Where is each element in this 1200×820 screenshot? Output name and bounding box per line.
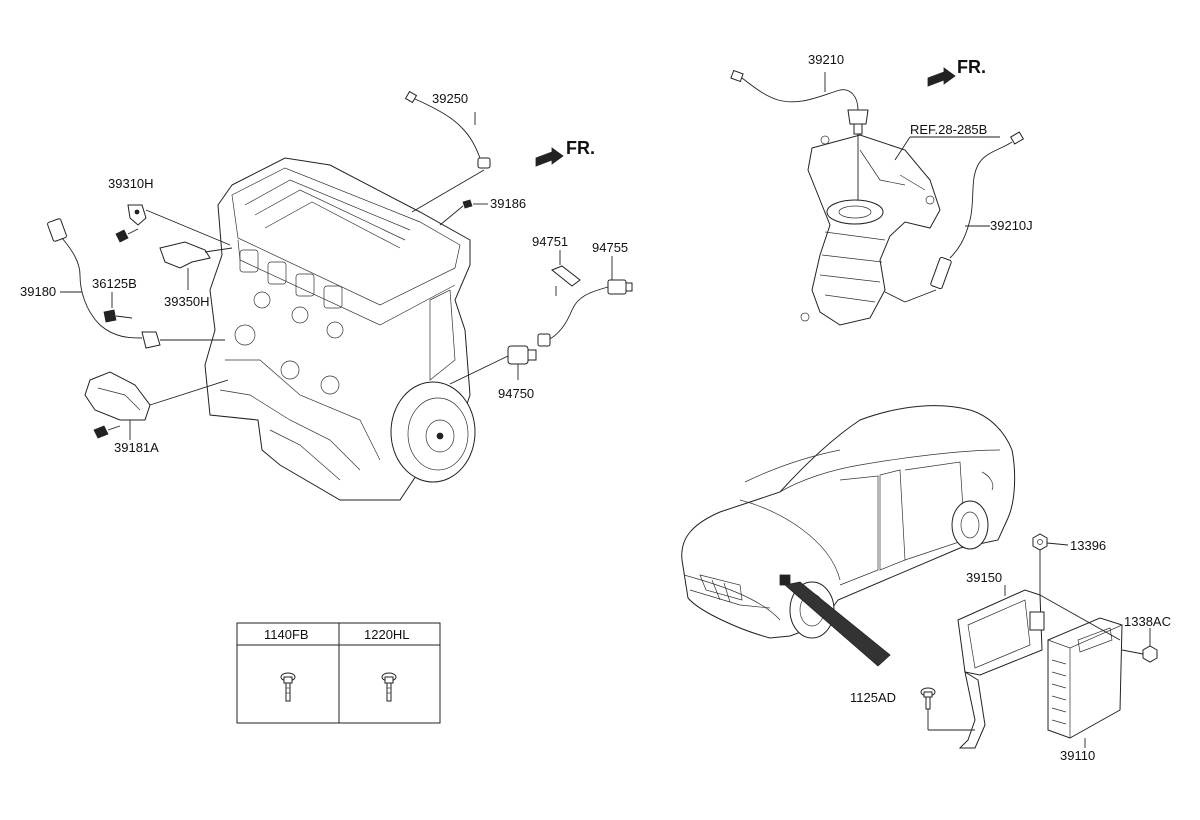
bolt-icon bbox=[280, 672, 296, 702]
oxygen-sensor-39210 bbox=[730, 69, 869, 200]
part-label-39250: 39250 bbox=[432, 91, 468, 106]
sensor-cover-39181A bbox=[84, 371, 229, 440]
part-label-36125B: 36125B bbox=[92, 276, 137, 291]
bolt-icon bbox=[381, 672, 397, 702]
table-header-1220HL: 1220HL bbox=[364, 627, 410, 642]
bolt-36125B bbox=[103, 292, 133, 323]
part-label-1338AC: 1338AC bbox=[1124, 614, 1171, 629]
front-arrow-icon bbox=[535, 147, 564, 167]
oil-pressure-switch-94750 bbox=[449, 345, 537, 385]
bracket-39350H bbox=[159, 241, 233, 290]
reference-leader bbox=[894, 136, 1000, 161]
part-label-94751: 94751 bbox=[532, 234, 568, 249]
bolt-39186 bbox=[439, 199, 488, 226]
vehicle-illustration bbox=[681, 405, 1016, 639]
engine-assembly bbox=[204, 157, 476, 501]
nut-1338AC bbox=[1121, 628, 1158, 663]
bolt-icon bbox=[115, 228, 139, 243]
part-label-39310H: 39310H bbox=[108, 176, 154, 191]
exhaust-manifold-assembly bbox=[800, 134, 941, 326]
part-label-39110: 39110 bbox=[1060, 748, 1095, 763]
ecu-bracket-39150 bbox=[957, 585, 1045, 749]
part-label-94755: 94755 bbox=[592, 240, 628, 255]
bolt-icon bbox=[93, 425, 121, 439]
front-arrow-icon bbox=[927, 67, 956, 87]
oxygen-sensor-39250 bbox=[404, 90, 491, 213]
ecu-39110 bbox=[1047, 617, 1123, 748]
table-header-1140FB: 1140FB bbox=[264, 627, 309, 642]
front-marker-exhaust: FR. bbox=[957, 57, 986, 77]
crankshaft-sensor-39180 bbox=[47, 218, 225, 349]
part-label-39350H: 39350H bbox=[164, 294, 210, 309]
clip-94751 bbox=[551, 250, 581, 296]
part-label-39186: 39186 bbox=[490, 196, 526, 211]
wiring-94755 bbox=[537, 256, 633, 347]
reference-label: REF.28-285B bbox=[910, 122, 987, 137]
part-label-39210: 39210 bbox=[808, 52, 844, 67]
camshaft-sensor-39310H bbox=[127, 204, 231, 246]
part-label-39210J: 39210J bbox=[990, 218, 1033, 233]
front-marker-engine: FR. bbox=[566, 138, 595, 158]
nut-13396 bbox=[1032, 533, 1121, 641]
fastener-table bbox=[236, 622, 441, 724]
part-label-39181A: 39181A bbox=[114, 440, 159, 455]
part-label-39150: 39150 bbox=[966, 570, 1002, 585]
location-pointer bbox=[784, 581, 891, 667]
part-label-39180: 39180 bbox=[20, 284, 56, 299]
oxygen-sensor-39210J bbox=[884, 131, 1025, 303]
part-label-1125AD: 1125AD bbox=[850, 690, 896, 705]
part-label-94750: 94750 bbox=[498, 386, 534, 401]
bolt-1125AD bbox=[920, 687, 975, 731]
part-label-13396: 13396 bbox=[1070, 538, 1106, 553]
